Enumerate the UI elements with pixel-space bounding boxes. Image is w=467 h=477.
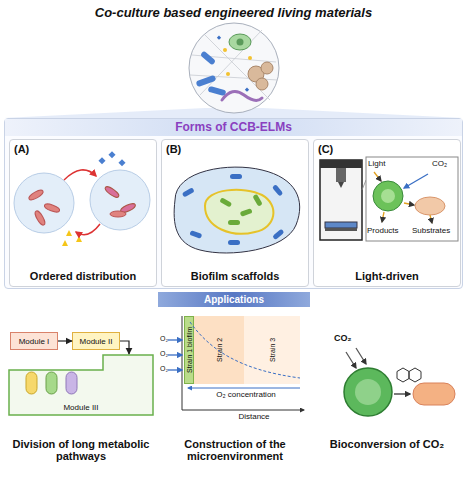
node-title: Module I [11, 333, 57, 349]
co2-conversion-art [355, 379, 381, 405]
coculture-circle [217, 36, 221, 40]
forms-group: (A) Ordered distribution (B) Biofilm scaffo… [4, 118, 463, 289]
section-caption: Division of long metabolic pathways [6, 438, 156, 462]
co2-conversion-art [409, 368, 421, 382]
node-title: (C) [318, 143, 333, 155]
oxygen-graph [168, 316, 304, 410]
strain-band: Strain 1 biofilm [184, 316, 194, 384]
node-title: (A) [14, 143, 29, 155]
oxygen-graph [182, 316, 183, 410]
strain-band: Strain 3 [244, 316, 300, 384]
coculture-circle [200, 51, 216, 66]
coculture-circle [229, 34, 251, 50]
coculture-circle [189, 23, 279, 113]
node-caption: Biofilm scaffolds [162, 270, 308, 282]
coculture-circle [208, 86, 227, 96]
module-box: Module II [72, 332, 120, 350]
annotation-label: O₂ concentration [196, 391, 296, 400]
coculture-circle [189, 23, 279, 113]
oxygen-graph [168, 369, 182, 370]
annotation-label: O₂ [160, 350, 172, 358]
oxygen-graph [168, 354, 182, 355]
coculture-circle [196, 75, 217, 87]
coculture-circle [237, 39, 244, 46]
coculture-circle [248, 56, 252, 60]
co2-conversion-art [397, 368, 409, 382]
flow-arrow [120, 341, 129, 354]
node-title: (B) [166, 143, 181, 155]
node-title: Strain 1 biofilm [185, 317, 193, 383]
oxygen-graph [168, 339, 182, 340]
annotation-label: O₂ [160, 335, 172, 343]
form-panel: (B) Biofilm scaffolds [161, 139, 309, 287]
coculture-circle [223, 48, 227, 52]
coculture-circle [226, 72, 230, 76]
form-panel: (A) Ordered distribution [9, 139, 157, 287]
coculture-circle [261, 62, 273, 74]
section-band: Applications [158, 292, 310, 307]
node-title: Module III [8, 403, 154, 412]
section-caption: Construction of the microenvironment [160, 438, 310, 462]
co2-conversion-art [394, 393, 410, 394]
coculture-circle [256, 78, 268, 90]
co2-conversion-art [344, 368, 392, 416]
node-title: Strain 3 [244, 316, 300, 384]
annotation-label: Light [368, 160, 408, 169]
co2-conversion-art [413, 383, 455, 405]
annotation-label: O₂ [160, 365, 172, 373]
coculture-circle [222, 91, 262, 100]
coculture-circle [248, 66, 264, 82]
annotation-label: Substrates [412, 227, 457, 236]
co2-conversion-art [344, 348, 455, 416]
co2-conversion-art [346, 352, 356, 368]
diagram-title: Co-culture based engineered living mater… [0, 5, 467, 20]
node-title: Strain 2 [194, 316, 244, 384]
annotation-label: Distance [214, 413, 294, 422]
node-caption: Ordered distribution [10, 270, 156, 282]
annotation-label: Products [367, 227, 411, 236]
section-caption: Bioconversion of CO₂ [312, 438, 462, 450]
funnel-shape [4, 108, 463, 118]
node-title: Module II [73, 333, 119, 349]
coculture-circle [245, 88, 249, 92]
flow-arrow [58, 340, 72, 341]
section-caption: CO₂ [334, 334, 364, 344]
oxygen-graph [188, 388, 300, 389]
oxygen-graph [182, 410, 304, 411]
module-box: Module I [10, 332, 58, 350]
strain-band: Strain 2 [194, 316, 244, 384]
node-caption: Light-driven [314, 270, 460, 282]
co2-conversion-art [356, 348, 366, 364]
node-title: Forms of CCB-ELMs [5, 119, 462, 136]
node-outline [9, 355, 153, 415]
node-title: Applications [158, 292, 310, 307]
module-l-shape: Module III [8, 354, 154, 416]
coculture-circle [190, 30, 278, 100]
annotation-label: CO₂ [432, 160, 456, 169]
